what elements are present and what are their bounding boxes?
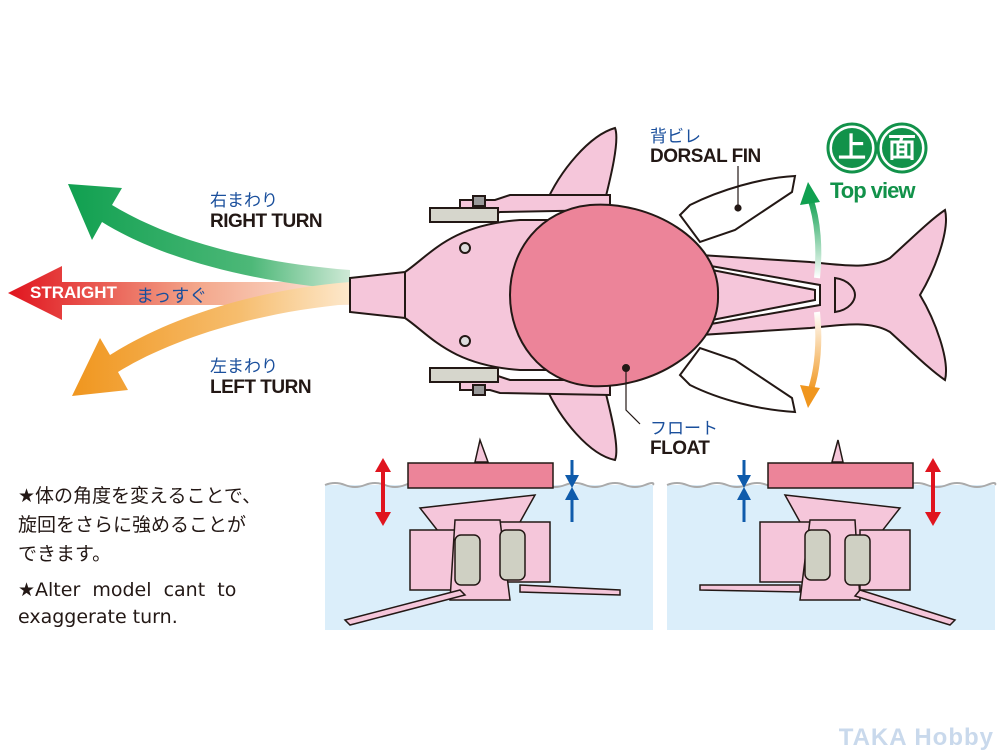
tail-swing-arrow-down: [800, 311, 822, 408]
note-en-line2: exaggerate turn.: [18, 606, 178, 628]
top-view-caption: Top view: [830, 178, 915, 203]
leader-lines: [625, 166, 742, 425]
pectoral-fin-bottom: [543, 383, 618, 462]
straight-arrow: [8, 266, 350, 320]
note-jp-line2: 旋回をさらに強めることが: [18, 514, 247, 536]
float-label-en: FLOAT: [650, 438, 710, 459]
pectoral-fin-top: [543, 126, 618, 207]
float: [508, 203, 720, 388]
right-turn-label-en: RIGHT TURN: [210, 211, 323, 232]
note-jp-line3: できます。: [18, 543, 112, 565]
straight-label-jp: まっすぐ: [136, 286, 208, 306]
side-view-panel-left: [324, 437, 655, 630]
left-turn-label-en: LEFT TURN: [210, 377, 312, 398]
float-label-jp: フロート: [650, 419, 718, 438]
tail: [699, 208, 947, 382]
watermark: TAKA Hobby: [838, 724, 994, 751]
tail-swing-arrow-up: [800, 182, 822, 279]
right-turn-arrow: [68, 184, 350, 290]
left-turn-arrow: [72, 282, 350, 396]
badge-char-face: 面: [887, 132, 916, 163]
dorsal-fin-lower: [678, 346, 797, 414]
straight-label-en: STRAIGHT: [30, 283, 117, 302]
dorsal-fin-label-jp: 背ビレ: [650, 127, 701, 146]
right-turn-label-jp: 右まわり: [210, 191, 278, 210]
left-turn-label-jp: 左まわり: [210, 357, 278, 376]
badge-char-top: 上: [837, 132, 866, 163]
note-en-line1: ★Alter model cant to: [18, 579, 237, 601]
dorsal-fin-label-en: DORSAL FIN: [650, 146, 761, 167]
side-view-panel-right: [666, 439, 997, 630]
note-jp-line1: ★体の角度を変えることで、: [18, 485, 262, 507]
top-view-badge: [826, 122, 928, 174]
dolphin-top-view: [349, 126, 947, 462]
